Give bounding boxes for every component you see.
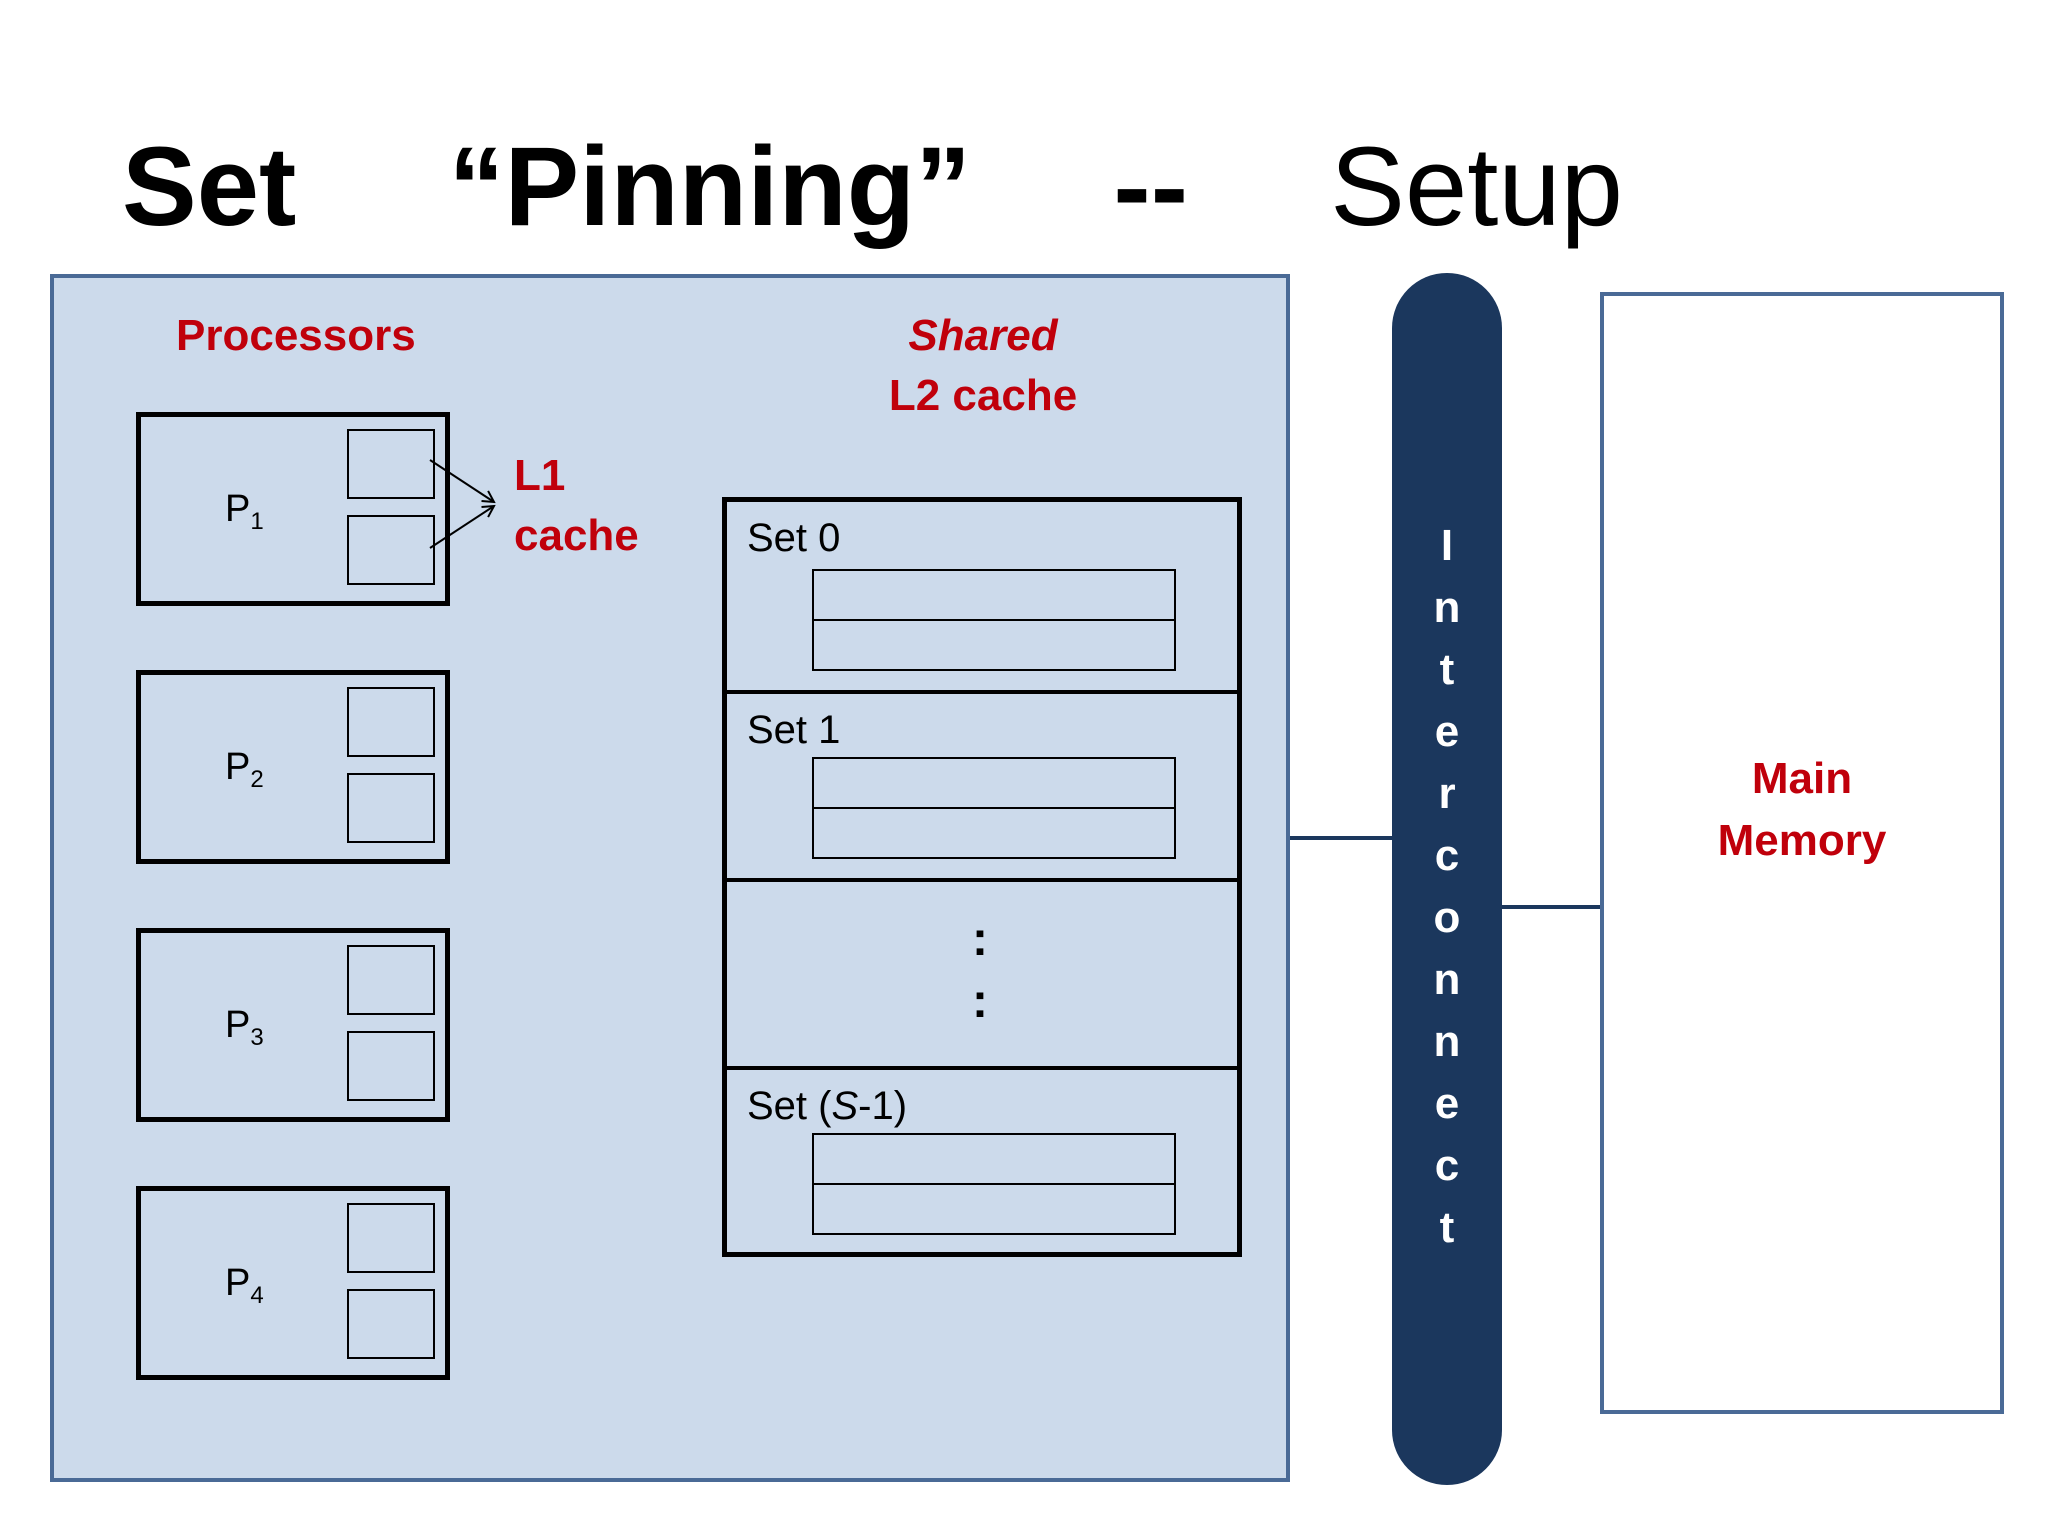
cache-set-last: Set (S-1): [727, 1066, 1237, 1252]
l1-cache-block: [347, 945, 435, 1015]
set-label: Set (S-1): [747, 1084, 908, 1128]
interconnect-bus: I n t e r c o n n e c t: [1392, 273, 1502, 1485]
shared-label: Shared: [908, 311, 1058, 360]
arrow-line: [429, 506, 494, 549]
main-memory-label: Main Memory: [1717, 754, 1887, 865]
cache-line: [812, 1183, 1176, 1235]
processor-4: P4: [136, 1186, 450, 1380]
l1-cache-block: [347, 515, 435, 585]
l1-cache-label: L1 cache: [514, 446, 639, 566]
shared-l2-label: Shared L2 cache: [878, 306, 1088, 426]
processor-label: P4: [225, 1262, 264, 1309]
cache-label: cache: [514, 511, 639, 560]
cache-set-0: Set 0: [727, 502, 1237, 692]
processor-label: P3: [225, 1004, 264, 1051]
set-label: Set 1: [747, 708, 841, 752]
title-set: Set: [122, 124, 297, 249]
cache-line: [812, 619, 1176, 671]
main-memory: Main Memory: [1600, 292, 2004, 1414]
cache-set-1: Set 1: [727, 690, 1237, 880]
processor-3: P3: [136, 928, 450, 1122]
processor-label: P1: [225, 488, 264, 535]
l1-cache-block: [347, 429, 435, 499]
page-title: Set “Pinning” -- Setup: [122, 122, 1623, 252]
arrow-line: [429, 459, 494, 502]
memory-interconnect-link: [1500, 905, 1602, 909]
title-setup: Setup: [1330, 124, 1623, 249]
title-pinning: “Pinning”: [448, 124, 972, 249]
title-dash: --: [1113, 124, 1188, 249]
chip-interconnect-link: [1290, 836, 1394, 840]
processor-1: P1: [136, 412, 450, 606]
processors-label: Processors: [176, 311, 416, 360]
interconnect-label: I n t e r c o n n e c t: [1433, 521, 1461, 1252]
set-label: Set 0: [747, 516, 841, 560]
l2-cache-label: L2 cache: [888, 371, 1078, 420]
ellipsis-dot: :: [972, 975, 988, 1028]
processor-label: P2: [225, 746, 264, 793]
l1-cache-block: [347, 1031, 435, 1101]
processor-2: P2: [136, 670, 450, 864]
l1-cache-block: [347, 687, 435, 757]
l1-cache-block: [347, 1289, 435, 1359]
l1-cache-block: [347, 773, 435, 843]
cache-set-ellipsis: : :: [727, 878, 1237, 1068]
l2-cache: Set 0 Set 1 : : Set (S-1): [722, 497, 1242, 1257]
cache-line: [812, 807, 1176, 859]
l1-cache-block: [347, 1203, 435, 1273]
ellipsis-dot: :: [972, 913, 988, 966]
l1-label: L1: [514, 451, 566, 500]
